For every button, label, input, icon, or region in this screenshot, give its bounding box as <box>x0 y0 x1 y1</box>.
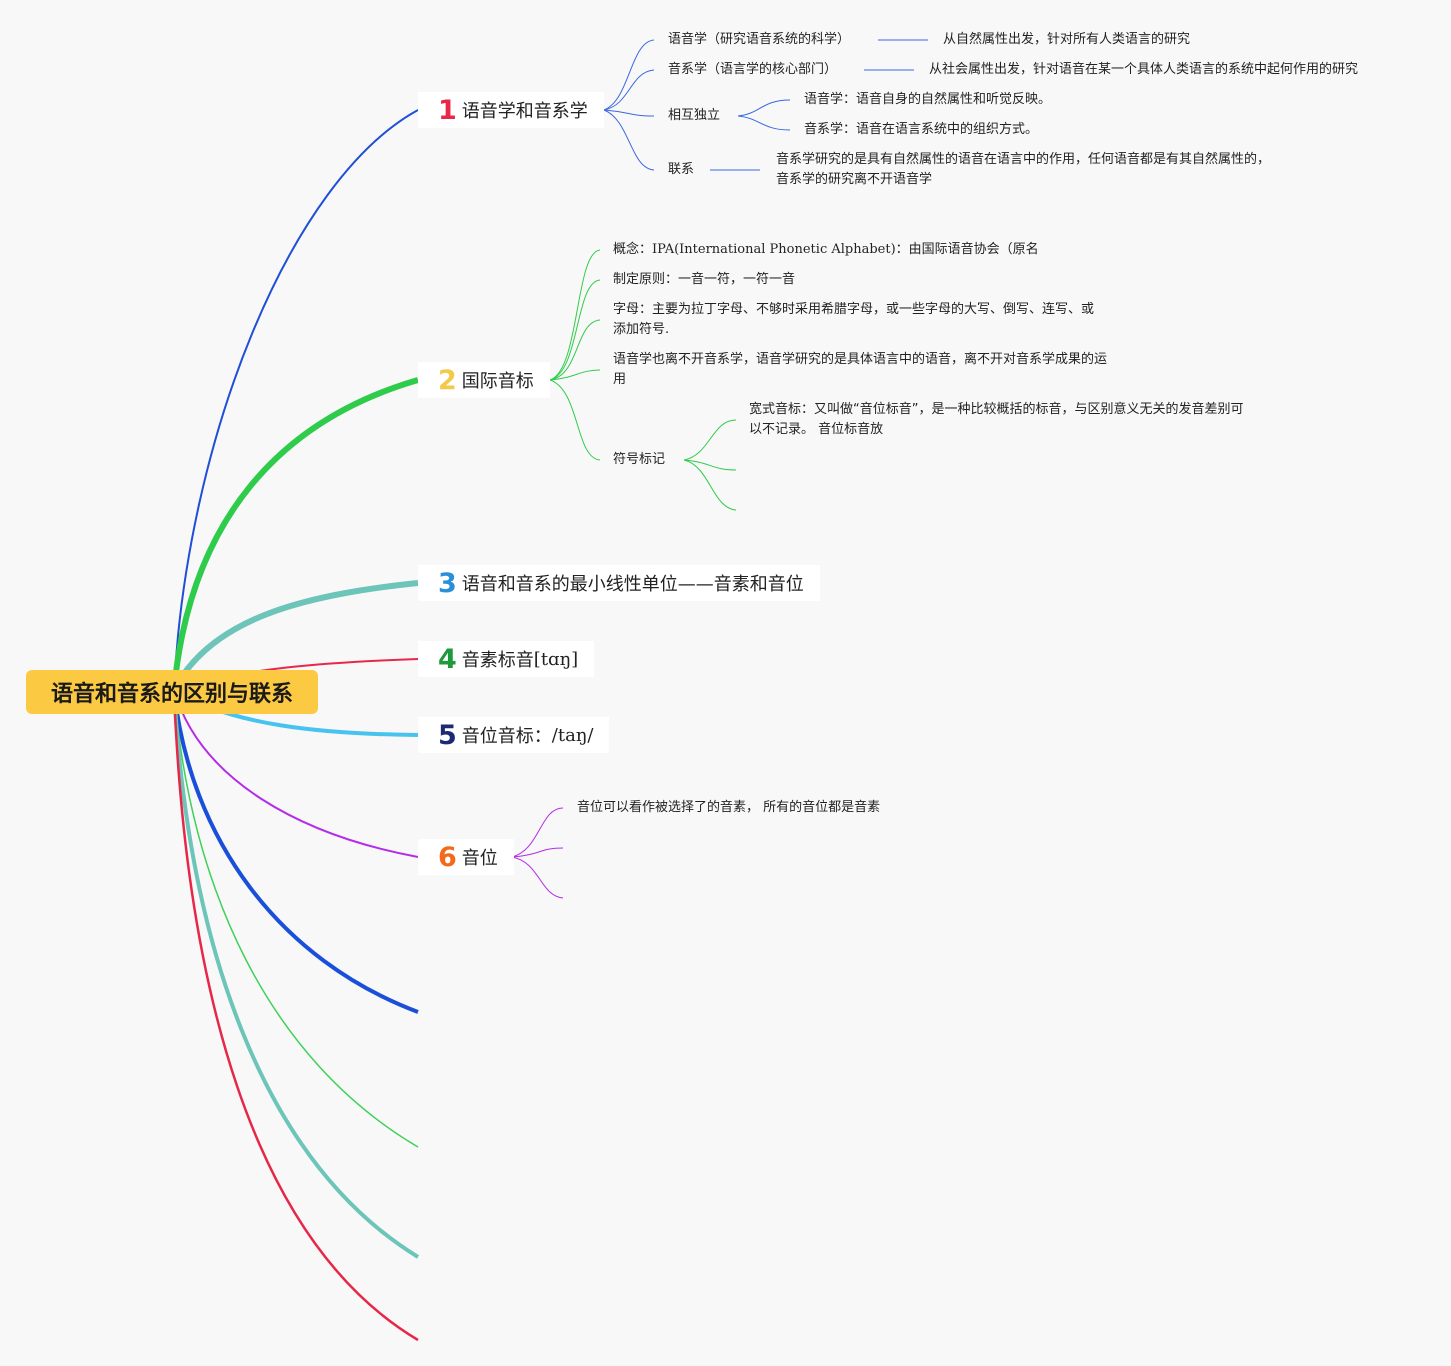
branch-number: 5 <box>438 719 457 751</box>
branch-5-topic[interactable]: 5 音位音标： /taŋ/ <box>418 717 610 753</box>
branch-number: 6 <box>438 841 457 873</box>
connector-branch-3 <box>171 580 419 692</box>
node-phonetics[interactable]: 语音学（研究语音系统的科学） <box>668 32 851 47</box>
branch-number: 4 <box>438 643 457 675</box>
node-notation[interactable]: 符号标记 <box>613 452 666 467</box>
branch-2-topic[interactable]: 2 国际音标 <box>418 362 550 398</box>
note-broad-transcription[interactable]: 宽式音标：又叫做“音位标音”，是一种比较概括的标音，与区别意义无关的发音差别可以… <box>749 402 1244 437</box>
note-connection[interactable]: 音系学研究的是具有自然属性的语音在语言中的作用，任何语音都是有其自然属性的，音系… <box>776 152 1271 187</box>
branch-label: 语音学和音系学 <box>461 101 588 122</box>
node-ipa-phonology-link[interactable]: 语音学也离不开音系学，语音学研究的是具体语言中的语音，离不开对音系学成果的运用 <box>613 352 1108 387</box>
branch-label: 音位 <box>461 848 498 869</box>
branch-number: 3 <box>438 567 457 599</box>
branch-1-topic[interactable]: 1 语音学和音系学 <box>418 92 604 128</box>
connector-branch-6 <box>173 689 419 858</box>
branch-label: 音位音标： <box>461 726 552 747</box>
connector-branch-2 <box>171 377 419 691</box>
branch-ipa: [tɑŋ] <box>533 648 579 670</box>
root-topic[interactable]: 语音和音系的区别与联系 <box>26 670 318 714</box>
note-phonology[interactable]: 从社会属性出发，针对语音在某一个具体人类语言的系统中起何作用的研究 <box>929 62 1359 77</box>
node-ipa-principle[interactable]: 制定原则：一音一符，一符一音 <box>613 272 796 287</box>
branch-number: 1 <box>438 94 457 126</box>
branch-ipa: /taŋ/ <box>551 724 594 746</box>
branch-4-topic[interactable]: 4 音素标音 [tɑŋ] <box>418 641 595 677</box>
branch-label: 语音和音系的最小线性单位——音素和音位 <box>461 574 804 595</box>
node-phoneme-selection[interactable]: 音位可以看作被选择了的音素， 所有的音位都是音素 <box>577 800 881 815</box>
branch-3-topic[interactable]: 3 语音和音系的最小线性单位——音素和音位 <box>418 565 820 601</box>
connector-branch-10 <box>172 689 419 1342</box>
node-ipa-concept[interactable]: 概念：IPA(International Phonetic Alphabet)：… <box>613 242 1039 257</box>
note-phonetics[interactable]: 从自然属性出发，针对所有人类语言的研究 <box>943 32 1191 47</box>
node-independent[interactable]: 相互独立 <box>668 108 721 123</box>
connector-branch-8 <box>173 689 419 1148</box>
branch-label: 国际音标 <box>461 371 534 392</box>
root-topic-label: 语音和音系的区别与联系 <box>50 682 293 707</box>
note-independent-phonology[interactable]: 音系学：语音在语言系统中的组织方式。 <box>804 122 1039 137</box>
connector-branch-1 <box>173 109 419 691</box>
branch-6-topic[interactable]: 6 音位 <box>418 839 514 875</box>
node-connection[interactable]: 联系 <box>668 162 695 177</box>
connector-branch-7 <box>172 689 419 1014</box>
node-phonology[interactable]: 音系学（语言学的核心部门） <box>668 62 838 77</box>
note-independent-phonetics[interactable]: 语音学：语音自身的自然属性和听觉反映。 <box>804 92 1052 107</box>
branch-number: 2 <box>438 364 457 396</box>
node-ipa-letters[interactable]: 字母：主要为拉丁字母、不够时采用希腊字母，或一些字母的大写、倒写、连写、或添加符… <box>613 302 1095 337</box>
connector-branch-9 <box>172 689 420 1259</box>
branch-label: 音素标音 <box>461 650 534 671</box>
